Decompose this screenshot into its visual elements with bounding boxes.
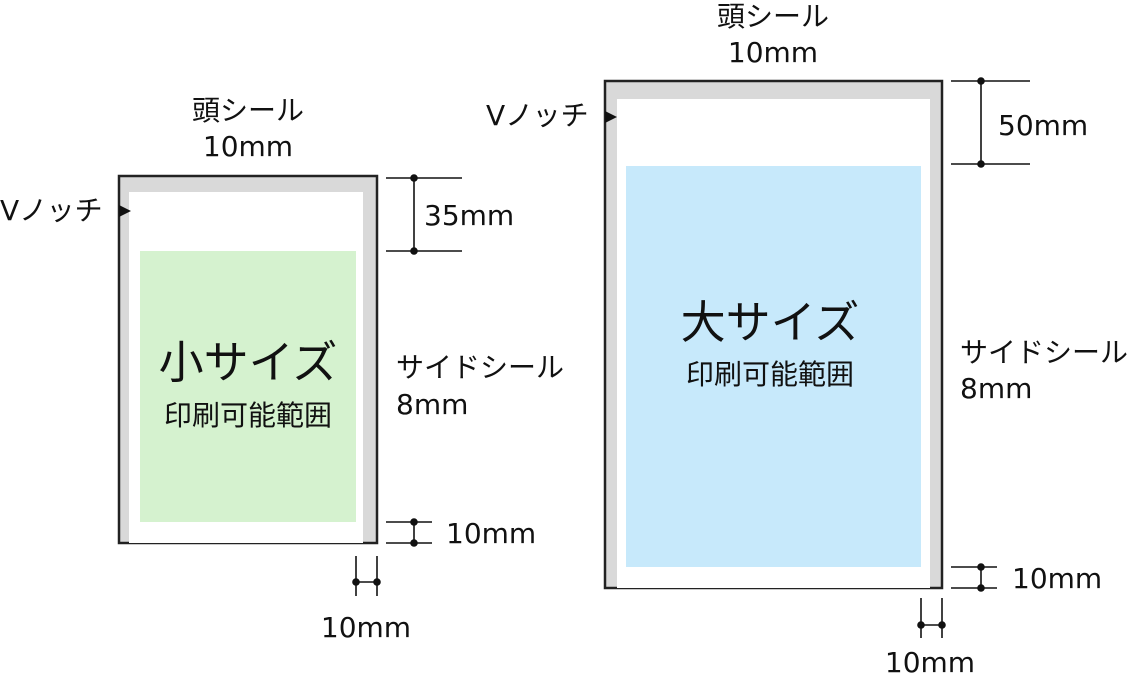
large-bottom-margin-value: 10mm (1012, 562, 1102, 595)
large-top-seal-value: 10mm (728, 36, 818, 69)
large-side-margin-dimension (917, 598, 946, 638)
large-bottom-margin-dimension (951, 563, 997, 592)
small-bottom-margin-value: 10mm (446, 517, 536, 550)
large-side-seal-label: サイドシール (960, 336, 1128, 369)
small-side-seal-value: 8mm (396, 388, 468, 421)
large-notch-marker (605, 111, 617, 123)
small-side-margin-value: 10mm (321, 611, 411, 644)
large-top-seal-label: 頭シール (717, 0, 829, 33)
large-bag-title: 大サイズ (681, 296, 860, 349)
large-side-margin-value: 10mm (885, 646, 975, 677)
small-top-margin-value: 35mm (424, 199, 514, 232)
small-bag-subtitle: 印刷可能範囲 (164, 399, 332, 432)
small-notch-label: Vノッチ (0, 194, 103, 227)
small-top-margin-dimension (386, 174, 462, 255)
small-notch-marker (119, 205, 131, 217)
small-top-seal-value: 10mm (203, 130, 293, 163)
small-bag: 小サイズ 印刷可能範囲 頭シール 10mm Vノッチ 35mm サイドシール 8… (0, 94, 564, 644)
small-top-seal-label: 頭シール (192, 94, 304, 127)
small-bag-title: 小サイズ (159, 336, 338, 389)
small-print-area (140, 251, 356, 522)
large-bag: 大サイズ 印刷可能範囲 頭シール 10mm Vノッチ 50mm サイドシール 8… (486, 0, 1128, 677)
large-bag-subtitle: 印刷可能範囲 (686, 358, 854, 391)
large-print-area (626, 166, 921, 567)
large-notch-label: Vノッチ (486, 99, 589, 132)
small-bottom-margin-dimension (386, 518, 432, 547)
large-top-margin-value: 50mm (998, 109, 1088, 142)
small-side-seal-label: サイドシール (396, 351, 564, 384)
large-top-margin-dimension (951, 77, 1030, 168)
small-side-margin-dimension (352, 556, 381, 596)
large-side-seal-value: 8mm (960, 372, 1032, 405)
